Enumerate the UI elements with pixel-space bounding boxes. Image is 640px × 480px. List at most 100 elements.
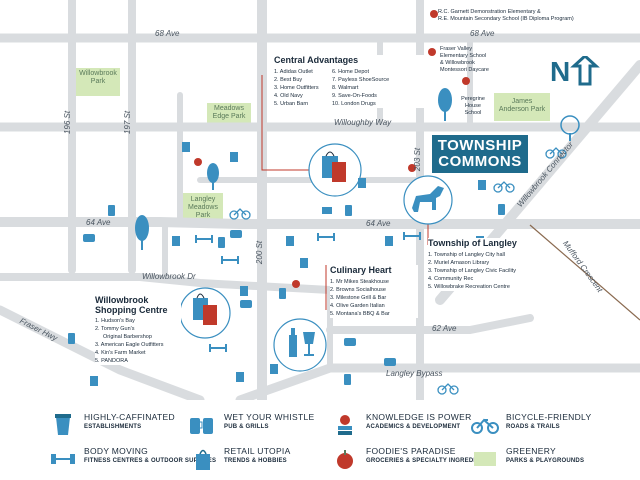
fraser-valley-line3: & Willowbrook: [440, 60, 475, 66]
beer-mug-icon: [344, 338, 356, 346]
green-swatch-icon: [470, 446, 500, 472]
shopping-bag-icon: [286, 236, 294, 246]
beer-icons: [83, 230, 396, 366]
willowbrook-item: 5. PANDORA: [95, 358, 128, 364]
coffee-cup-icon: [108, 205, 115, 216]
willowbrook-title: Willowbrook Shopping Centre: [95, 295, 181, 315]
central-item: 6. Home Depot: [332, 69, 369, 75]
central-bags-icon: [322, 151, 346, 182]
central-item: 1. Adidas Outlet: [274, 69, 313, 75]
shopping-bag-icon: [270, 364, 278, 374]
township-item: 2. Muriel Arnason Library: [428, 260, 490, 266]
shopping-bag-icon: [300, 258, 308, 268]
legend-title: WET YOUR WHISTLE: [224, 412, 315, 422]
fraser-valley-school-label: Fraser Valley Elementary School & Willow…: [440, 46, 489, 74]
central-leader: [261, 75, 310, 171]
central-item: 2. Best Buy: [274, 77, 303, 83]
tree-icon: [207, 163, 219, 190]
bottle-glass-icon: [289, 328, 315, 357]
beer-mug-icon: [230, 230, 242, 238]
legend-title: RETAIL UTOPIA: [224, 446, 291, 456]
apple-icon: [292, 280, 300, 288]
culinary-item: 1. Mr Mikes Steakhouse: [330, 279, 389, 285]
road-fraser-hwy: [0, 305, 205, 400]
brand-line1: TOWNSHIP: [437, 137, 523, 154]
legend-item-bicycle: BICYCLE-FRIENDLY ROADS & TRAILS: [470, 412, 591, 438]
langley-meadows-park-text: Langley Meadows Park: [188, 196, 218, 219]
shopping-bag-icon: [236, 372, 244, 382]
central-item: 8. Walmart: [332, 85, 359, 91]
legend: HIGHLY-CAFFINATED ESTABLISHMENTS WET YOUR…: [0, 400, 640, 480]
legend-title: BODY MOVING: [84, 446, 149, 456]
central-item: 7. Payless ShoeSource: [332, 77, 390, 83]
shopping-bag-icon: [188, 446, 218, 472]
dumbbell-icon: [195, 235, 213, 243]
shopping-bag-icon: [240, 286, 248, 296]
coffee-cup-icon: [344, 374, 351, 385]
legend-title: BICYCLE-FRIENDLY: [506, 412, 592, 422]
legend-title: HIGHLY-CAFFINATED: [84, 412, 175, 422]
james-anderson-park-text: James Anderson Park: [498, 98, 546, 113]
legend-title: KNOWLEDGE IS POWER: [366, 412, 472, 422]
legend-item-retail: RETAIL UTOPIA TRENDS & HOBBIES: [188, 446, 291, 472]
label-200-st: 200 St: [255, 240, 265, 265]
beer-mug-icon: [384, 358, 396, 366]
legend-sub: ACADEMICS & DEVELOPMENT: [366, 424, 461, 430]
dumbbell-icon: [221, 256, 239, 264]
beer-mug-icon: [188, 412, 218, 438]
label-196-st: 196 St: [63, 110, 73, 135]
legend-sub: ROADS & TRAILS: [506, 424, 560, 430]
james-anderson-park: [494, 93, 550, 121]
legend-sub: ESTABLISHMENTS: [84, 424, 142, 430]
fraser-valley-line4: Montessori Daycare: [440, 67, 489, 73]
legend-sub: TRENDS & HOBBIES: [224, 458, 287, 464]
dumbbell-icon: [403, 232, 421, 240]
bicycle-icon: [545, 147, 567, 159]
road-64-ave: [0, 217, 640, 229]
willowbrook-item: Original Barbershop: [103, 334, 152, 340]
central-item: 9. Save-On-Foods: [332, 93, 377, 99]
legend-item-knowledge: KNOWLEDGE IS POWER ACADEMICS & DEVELOPMEN…: [330, 412, 472, 438]
legend-item-fitness: BODY MOVING FITNESS CENTRES & OUTDOOR SUP…: [48, 446, 216, 472]
willowbrook-bags-icon: [193, 293, 217, 325]
legend-sub: FITNESS CENTRES & OUTDOOR SUPPLIES: [84, 458, 217, 464]
road-mufford-crescent: [529, 224, 640, 321]
north-letter: N: [550, 56, 570, 86]
label-willowbrook-dr: Willowbrook Dr: [142, 272, 196, 281]
willowbrook-item: 4. Kin's Farm Market: [95, 350, 146, 356]
beer-mug-icon: [240, 300, 252, 308]
legend-sub: PARKS & PLAYGROUNDS: [506, 458, 585, 464]
label-68-ave-right: 68 Ave: [470, 29, 495, 38]
garnett-line2: R.E. Mountain Secondary School (IB Diplo…: [438, 16, 574, 22]
culinary-item: 3. Milestone Grill & Bar: [330, 295, 387, 301]
willowbrook-item: 1. Hudson's Bay: [95, 318, 135, 324]
shopping-bag-icon: [90, 376, 98, 386]
central-item: 5. Urban Barn: [274, 101, 309, 107]
tree-icon: [135, 215, 149, 250]
apple-icons: [194, 10, 470, 288]
central-item: 4. Old Navy: [274, 93, 303, 99]
shopping-bag-icon: [478, 180, 486, 190]
amenity-icons: [68, 142, 505, 386]
legend-item-pubs: WET YOUR WHISTLE PUB & GRILLS: [188, 412, 314, 438]
culinary-item: 5. Montana's BBQ & Bar: [330, 311, 390, 317]
coffee-cup-icon: [48, 412, 78, 438]
label-langley-bypass: Langley Bypass: [386, 369, 443, 378]
legend-sub: PUB & GRILLS: [224, 424, 269, 430]
fraser-valley-line1: Fraser Valley: [440, 46, 472, 52]
coffee-cup-icon: [68, 333, 75, 344]
legend-sub: GROCERIES & SPECIALTY INGREDIENTS: [366, 458, 493, 464]
road-network: [0, 0, 640, 400]
peregrine-line1: Peregrine: [461, 96, 485, 102]
shopping-bag-icon: [182, 142, 190, 152]
apple-icon: [194, 158, 202, 166]
willowbrook-park: [76, 68, 120, 96]
apple-books-icon: [330, 412, 360, 438]
fraser-valley-line2: Elementary School: [440, 53, 487, 59]
apple-icon: [408, 164, 416, 172]
township-item: 5. Willowbrake Recreation Centre: [428, 284, 510, 290]
bicycle-icon: [437, 383, 459, 395]
shopping-bag-icon: [322, 207, 332, 214]
label-64-ave-center: 64 Ave: [366, 219, 391, 228]
